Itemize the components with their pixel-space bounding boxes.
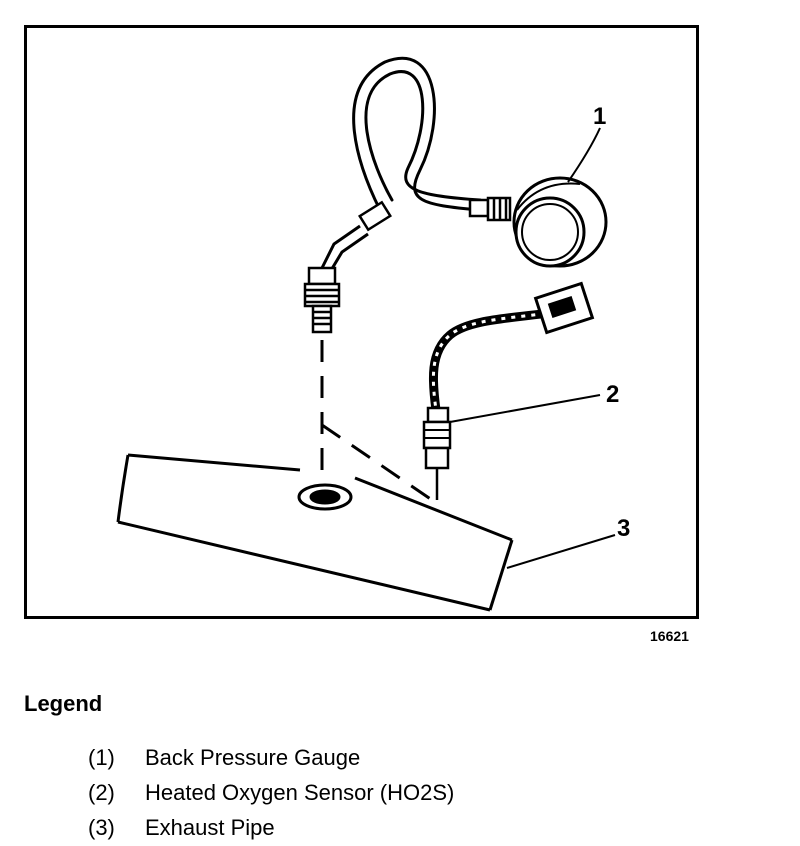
figure-frame	[24, 25, 699, 619]
alignment-dashed-lines	[320, 340, 433, 502]
callout-3: 3	[617, 515, 630, 542]
callout-2: 2	[606, 381, 619, 408]
legend-heading: Legend	[24, 691, 103, 716]
legend-item-label: Back Pressure Gauge	[145, 745, 361, 770]
legend-item-number: (1)	[88, 745, 115, 770]
exhaust-bung	[297, 483, 353, 511]
legend-item-number: (3)	[88, 815, 115, 840]
legend-list: (1) Back Pressure Gauge (2) Heated Oxygen …	[88, 740, 454, 845]
gauge-hose	[352, 56, 482, 212]
figure-number: 16621	[650, 628, 689, 644]
back-pressure-gauge	[512, 176, 608, 268]
legend-item-number: (2)	[88, 780, 115, 805]
legend-item: (2) Heated Oxygen Sensor (HO2S)	[88, 775, 454, 810]
diagram-illustration: 1 2 3	[116, 56, 630, 612]
exhaust-pipe	[116, 453, 514, 612]
gauge-tube-fitting	[303, 200, 392, 334]
legend-item: (1) Back Pressure Gauge	[88, 740, 454, 775]
callout-1: 1	[593, 103, 606, 130]
gauge-hose-end-fittings	[468, 196, 512, 222]
legend-item-label: Exhaust Pipe	[145, 815, 275, 840]
legend-item-label: Heated Oxygen Sensor (HO2S)	[145, 780, 455, 805]
callout-leaders	[449, 127, 616, 569]
legend-item: (3) Exhaust Pipe	[88, 810, 454, 845]
oxygen-sensor	[422, 281, 595, 500]
